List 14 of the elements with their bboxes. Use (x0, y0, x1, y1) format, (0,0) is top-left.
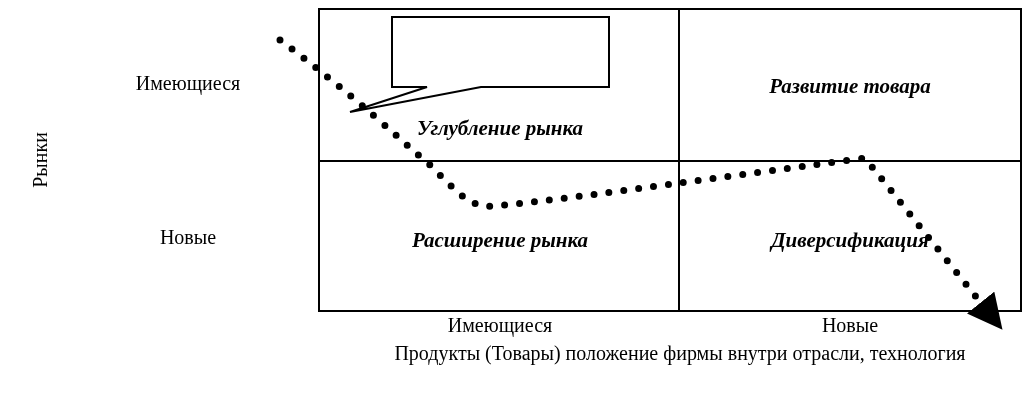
quadrant-title: Расширение рынка (411, 228, 589, 253)
matrix-cell (678, 8, 1022, 162)
axis-category-label: Имеющиеся (135, 72, 241, 95)
axis-category-label: Имеющиеся (447, 314, 553, 337)
quadrant-title: Развитие товара (769, 74, 931, 99)
axis-category-label: Новые (159, 226, 217, 249)
matrix-cell (678, 160, 1022, 312)
axis-title: Рынки (28, 132, 52, 188)
quadrant-title: Диверсификация (771, 228, 929, 253)
axis-title: Продукты (Товары) положение фирмы внутри отрасли, технология (393, 341, 967, 366)
axis-category-label: Новые (821, 314, 879, 337)
quadrant-title: Углубление рынка (416, 116, 584, 141)
matrix-cell (318, 8, 680, 162)
matrix-cell (318, 160, 680, 312)
